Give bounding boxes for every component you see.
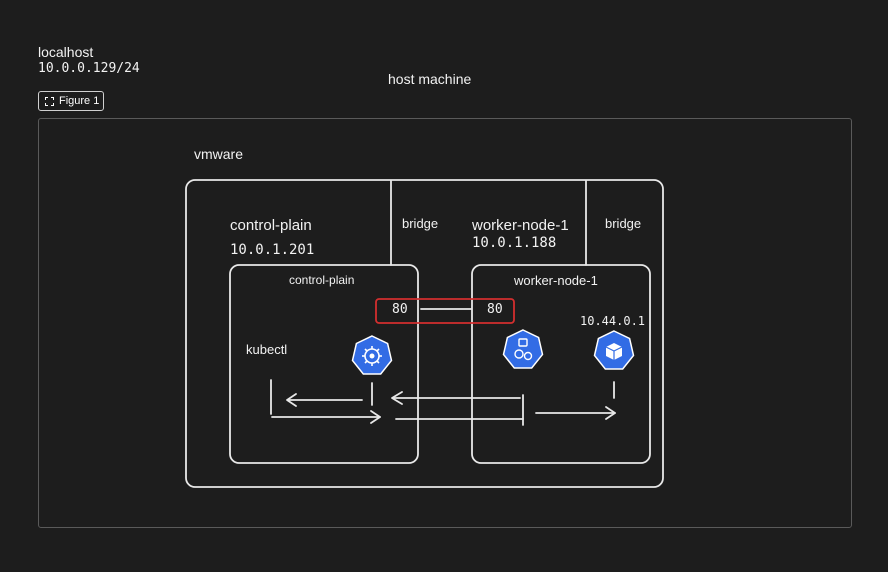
kubernetes-node-icon	[502, 329, 544, 369]
control-port-label: 80	[392, 302, 408, 317]
worker-node-name: worker-node-1	[472, 217, 569, 234]
control-node-name: control-plain	[230, 217, 312, 234]
frame-chip[interactable]: Figure 1	[38, 91, 104, 111]
port-highlight-box	[375, 298, 515, 324]
frame-chip-label: Figure 1	[59, 95, 100, 107]
pod-ip-label: 10.44.0.1	[580, 314, 646, 328]
worker-node-inner-label: worker-node-1	[514, 273, 598, 288]
hostname-label: localhost	[38, 44, 94, 60]
worker-node-box[interactable]	[471, 264, 651, 464]
bridge-label-right: bridge	[605, 216, 642, 231]
kubectl-label: kubectl	[246, 342, 288, 357]
return-arrowhead	[286, 393, 297, 407]
node-return-arrowhead	[391, 391, 403, 405]
kubernetes-control-plane-icon	[351, 335, 393, 375]
pod-arrowhead	[605, 406, 616, 420]
kubernetes-pod-icon	[593, 330, 635, 370]
bridge-label-left: bridge	[402, 216, 439, 231]
vmware-label: vmware	[194, 146, 244, 162]
control-plain-inner-label: control-plain	[289, 273, 355, 287]
frame-icon	[45, 96, 54, 106]
host-ip-label: 10.0.0.129/24	[38, 61, 140, 76]
control-node-ip: 10.0.1.201	[230, 242, 315, 258]
host-machine-frame[interactable]	[38, 118, 852, 528]
control-plain-box[interactable]	[229, 264, 419, 464]
vmware-box[interactable]	[185, 179, 664, 488]
host-machine-title: host machine	[388, 71, 472, 87]
request-arrowhead	[370, 410, 381, 424]
worker-port-label: 80	[487, 302, 503, 317]
worker-node-ip: 10.0.1.188	[472, 235, 557, 251]
